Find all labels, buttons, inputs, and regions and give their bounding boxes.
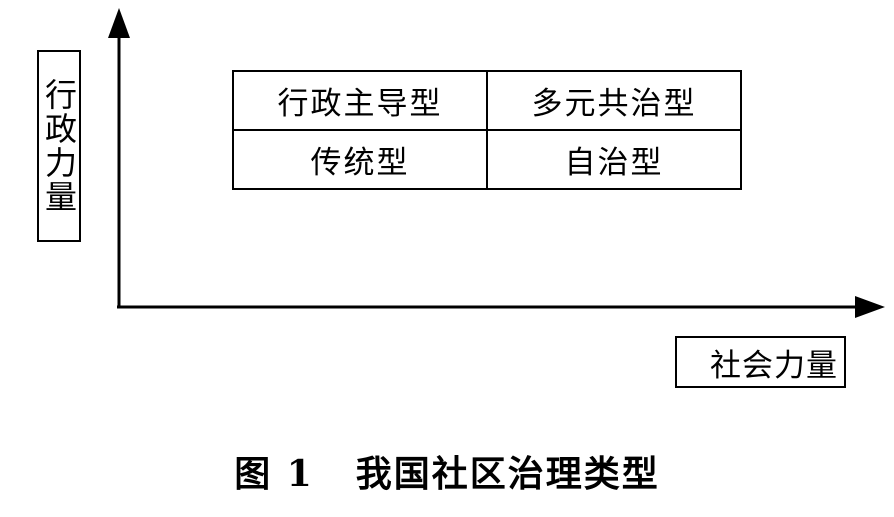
x-axis-arrow [855,296,885,318]
grid-row-top: 行政主导型 多元共治型 [232,70,742,131]
grid-row-bottom: 传统型 自治型 [232,129,742,190]
y-axis-arrow [108,8,130,38]
x-axis-label: 社会力量 [710,347,838,384]
cell-traditional: 传统型 [232,129,488,190]
y-axis-label: 行政力量 [40,78,78,214]
figure-number: 图 1 [234,453,314,495]
figure-title: 我国社区治理类型 [355,453,660,495]
x-axis-label-box: 社会力量 [675,336,846,388]
governance-type-grid: 行政主导型 多元共治型 传统型 自治型 [232,70,742,190]
cell-self-governance: 自治型 [486,129,742,190]
cell-administrative-led: 行政主导型 [232,70,488,131]
cell-multi-governance: 多元共治型 [486,70,742,131]
y-axis-label-box: 行政力量 [37,50,81,242]
figure-caption: 图 1 我国社区治理类型 [0,445,894,497]
